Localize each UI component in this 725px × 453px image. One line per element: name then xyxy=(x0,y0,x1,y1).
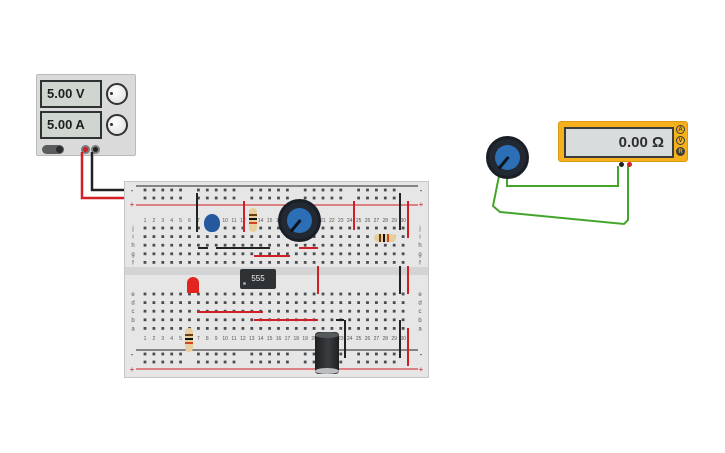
current-knob[interactable] xyxy=(106,114,128,136)
mode-r-button[interactable]: R xyxy=(676,147,685,156)
timer-555-chip[interactable]: 555 xyxy=(240,269,276,289)
wire-red-psu[interactable] xyxy=(80,152,124,200)
potentiometer[interactable] xyxy=(486,136,529,179)
multimeter-com-terminal[interactable] xyxy=(619,162,624,167)
mode-v-button[interactable]: V xyxy=(676,136,685,145)
positive-terminal[interactable] xyxy=(81,145,90,154)
resistor-3[interactable] xyxy=(185,328,193,352)
voltage-display: 5.00 V xyxy=(40,80,102,108)
multimeter-positive-terminal[interactable] xyxy=(627,162,632,167)
red-led[interactable] xyxy=(187,277,199,293)
current-display: 5.00 A xyxy=(40,111,102,139)
resistor-1[interactable] xyxy=(249,208,257,232)
resistor-2[interactable] xyxy=(374,234,396,242)
ceramic-capacitor[interactable] xyxy=(204,214,220,232)
power-supply[interactable]: 5.00 V 5.00 A xyxy=(36,74,136,156)
electrolytic-capacitor[interactable] xyxy=(315,332,339,374)
multimeter-display: 0.00 Ω xyxy=(564,127,674,158)
voltage-knob[interactable] xyxy=(106,83,128,105)
breadboard-center-channel xyxy=(125,267,428,275)
negative-terminal[interactable] xyxy=(91,145,100,154)
mode-a-button[interactable]: A xyxy=(676,125,685,134)
power-switch[interactable] xyxy=(42,145,64,154)
wire-black-psu[interactable] xyxy=(90,152,124,192)
breadboard-potentiometer[interactable] xyxy=(278,199,321,242)
breadboard[interactable] xyxy=(124,181,429,378)
